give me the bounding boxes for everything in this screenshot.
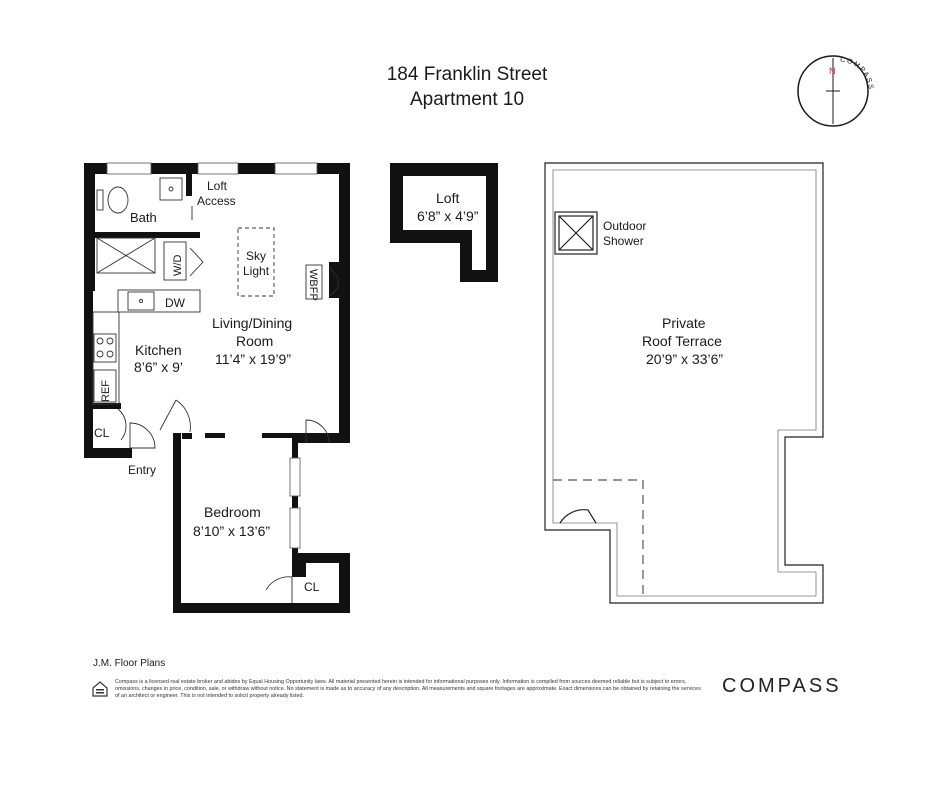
compass-icon: N COMPASS <box>797 55 873 127</box>
outdoor-shower-label-2: Shower <box>603 234 644 248</box>
entry-closet-label: CL <box>94 426 110 440</box>
compass-north-label: N <box>829 66 836 76</box>
roof-terrace <box>544 162 824 604</box>
refrigerator-label: REF <box>100 380 112 402</box>
skylight-label-2: Light <box>243 264 270 278</box>
terrace-dimensions: 20’9” x 33’6” <box>646 351 723 367</box>
roof-access-door-icon <box>559 509 597 524</box>
bulkhead-outline <box>553 479 644 596</box>
loft-dimensions: 6’8” x 4’9” <box>417 208 479 224</box>
entry-door-icon <box>129 422 156 449</box>
living-room-name-2: Room <box>236 333 273 349</box>
plan-subtitle: Apartment 10 <box>409 89 525 110</box>
legal-disclaimer: Compass is a licensed real estate broker… <box>115 679 701 699</box>
floor-plan-credit: J.M. Floor Plans <box>93 658 166 669</box>
kitchen-dimensions: 8’6” x 9’ <box>134 359 183 375</box>
apartment-walls <box>84 163 350 613</box>
bath-label: Bath <box>130 210 157 225</box>
terrace-name-2: Roof Terrace <box>642 333 722 349</box>
entry-label: Entry <box>128 463 156 477</box>
bath-sink-icon <box>159 177 183 201</box>
loft-name: Loft <box>436 190 459 206</box>
living-room-name-1: Living/Dining <box>212 315 292 331</box>
refrigerator-icon <box>93 369 117 403</box>
terrace-access-door-icon <box>305 419 330 444</box>
loft-access-label-1: Loft <box>207 179 228 193</box>
fixtures <box>92 177 339 603</box>
brand-logo: COMPASS <box>722 675 842 697</box>
loft-walls <box>390 163 498 282</box>
living-room-dimensions: 11’4” x 19’9” <box>215 351 291 367</box>
loft-access-label-2: Access <box>197 194 236 208</box>
bedroom-door-icon <box>159 399 191 433</box>
outdoor-shower-icon <box>554 211 598 255</box>
skylight-label-1: Sky <box>246 249 266 263</box>
bedroom-closet-label: CL <box>304 580 320 594</box>
kitchen-closet-door-icon <box>117 408 127 441</box>
equal-housing-icon <box>92 681 108 697</box>
dishwasher-label: DW <box>165 296 186 310</box>
windows <box>106 162 318 549</box>
plan-title: 184 Franklin Street <box>386 64 548 85</box>
kitchen-name: Kitchen <box>135 342 182 358</box>
outdoor-shower-label-1: Outdoor <box>603 219 646 233</box>
room-labels: Loft Access Bath W/D Sky Light WBFP DW L… <box>94 179 723 594</box>
skylight-outline <box>237 227 275 297</box>
stove-icon <box>93 333 117 363</box>
bedroom-name: Bedroom <box>204 504 261 520</box>
kitchen-sink-icon <box>127 291 155 311</box>
terrace-name-1: Private <box>662 315 706 331</box>
wd-label: W/D <box>172 255 184 276</box>
bedroom-closet-door-icon <box>265 576 293 603</box>
wbfp-label: WBFP <box>307 269 319 301</box>
bath-shower-icon <box>96 237 156 274</box>
bedroom-dimensions: 8’10” x 13’6” <box>193 523 270 539</box>
washer-dryer-icon <box>163 241 187 281</box>
toilet-icon <box>107 186 129 214</box>
